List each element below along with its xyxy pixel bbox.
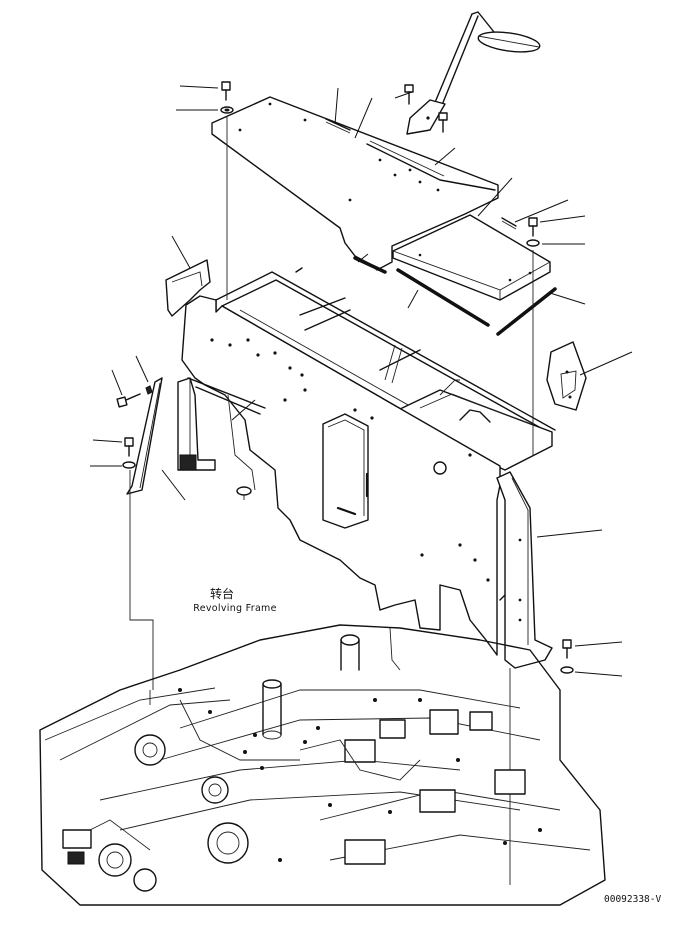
bulkhead-partition [181, 295, 501, 656]
frame-label-chinese: 转台 [210, 586, 234, 601]
left-side-bracket [165, 259, 211, 317]
right-vertical-stay [496, 471, 553, 669]
seal-strip-top [325, 118, 351, 134]
bolt-top-left [176, 81, 234, 114]
top-cover-plate [211, 96, 499, 271]
bolt-left-lower [90, 437, 136, 469]
right-lid-panel [392, 214, 551, 301]
seal-strip-right [501, 217, 517, 230]
left-stay-arm [126, 377, 163, 495]
bolt-left-mid [111, 355, 153, 408]
right-side-bracket [546, 341, 587, 411]
bolt-right-upper [526, 215, 586, 247]
mirror-assembly [406, 11, 541, 135]
bolt-right-lower [560, 639, 623, 677]
revolving-frame [39, 624, 606, 906]
left-bracket-post [177, 377, 266, 500]
leader-lines [129, 87, 633, 885]
frame-label-english: Revolving Frame [193, 603, 277, 614]
figure-code: 00092338-V [604, 894, 661, 905]
mirror-bolts [404, 84, 448, 133]
